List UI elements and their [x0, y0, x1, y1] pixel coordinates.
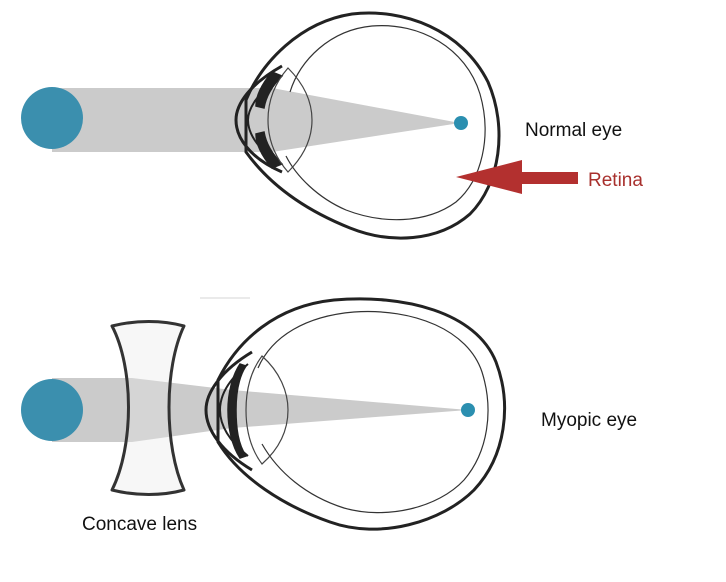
- myopic-eyeball-inner: [257, 310, 489, 514]
- normal-eyeball-outer: [244, 11, 501, 240]
- myopic-eyeball-outer: [216, 297, 507, 531]
- normal-object-circle: [21, 87, 83, 149]
- myopic-focus-point: [461, 403, 475, 417]
- retina-arrow: [456, 160, 578, 194]
- normal-crystalline-lens: [267, 67, 313, 173]
- myopic-iris: [227, 363, 248, 459]
- retina-arrow-head: [456, 160, 522, 194]
- normal-eye-label: Normal eye: [525, 120, 622, 141]
- myopic-crystalline-lens: [245, 355, 289, 465]
- myopic-eye-figure: [21, 297, 507, 531]
- normal-iris-bottom: [255, 131, 284, 169]
- normal-light-beam: [52, 88, 460, 152]
- myopic-object-circle: [21, 379, 83, 441]
- myopic-eye-label: Myopic eye: [541, 410, 637, 431]
- myopic-beam-after-lens: [132, 378, 468, 442]
- myopic-cornea: [204, 350, 253, 472]
- normal-focus-point: [454, 116, 468, 130]
- normal-iris-top: [255, 71, 284, 109]
- concave-lens: [110, 320, 186, 496]
- normal-cornea: [234, 64, 283, 174]
- concave-lens-label: Concave lens: [82, 514, 197, 535]
- normal-eyeball-inner: [285, 25, 486, 221]
- retina-label: Retina: [588, 170, 643, 191]
- retina-arrow-shaft: [516, 172, 578, 184]
- normal-eye-figure: [21, 11, 501, 240]
